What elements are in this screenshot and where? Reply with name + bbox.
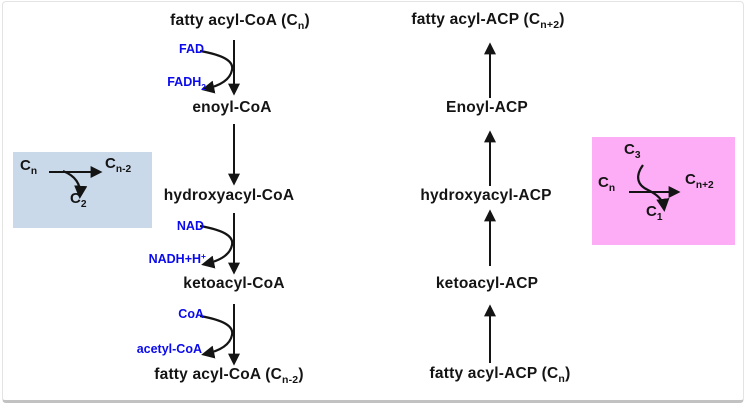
cofactor-nad-label: NAD	[176, 219, 204, 233]
cofactor-nadh-label: NADH+H+	[148, 251, 206, 266]
summary-product-label: Cn-2	[105, 155, 132, 175]
down-arrow-icon	[228, 124, 240, 186]
node-ketoacyl-acp: ketoacyl-ACP	[435, 275, 539, 292]
node-fatty-acyl-coa-cn2: fatty acyl-CoA (Cn-2)	[154, 366, 304, 386]
down-arrow-icon	[228, 304, 240, 366]
beta-oxidation-summary-box: Cn Cn-2 C2	[13, 152, 152, 228]
synthesis-summary-box: C3 Cn Cn+2 C1	[592, 137, 735, 245]
down-arrow-icon	[228, 40, 240, 96]
summary-released-label: C2	[70, 190, 87, 210]
node-enoyl-acp: Enoyl-ACP	[446, 99, 528, 116]
node-fatty-acyl-coa-cn: fatty acyl-CoA (Cn)	[170, 12, 310, 32]
cofactor-fadh2-label: FADH2	[167, 75, 206, 92]
up-arrow-icon	[484, 304, 496, 363]
down-arrow-icon	[228, 213, 240, 275]
summary-released-label: C1	[646, 203, 663, 223]
s-curve-arrow-icon	[637, 164, 670, 212]
cofactor-coa-label: CoA	[178, 307, 204, 321]
branch-curve-arrow-icon	[62, 169, 88, 199]
right-arrow-icon	[49, 166, 103, 178]
summary-substrate-label: Cn	[598, 174, 616, 194]
cofactor-acetyl-coa-label: acetyl-CoA	[136, 342, 202, 356]
cofactor-curve-arrow-icon	[199, 314, 234, 359]
cofactor-fad-label: FAD	[179, 42, 204, 56]
node-hydroxyacyl-coa: hydroxyacyl-CoA	[163, 187, 295, 204]
node-hydroxyacyl-acp: hydroxyacyl-ACP	[420, 187, 552, 204]
up-arrow-icon	[484, 130, 496, 186]
cofactor-curve-arrow-icon	[199, 49, 234, 94]
node-ketoacyl-coa: ketoacyl-CoA	[183, 275, 285, 292]
summary-added-label: C3	[624, 141, 641, 161]
cofactor-curve-arrow-icon	[199, 224, 234, 269]
node-fatty-acyl-acp-cn2: fatty acyl-ACP (Cn+2)	[411, 11, 565, 31]
up-arrow-icon	[484, 209, 496, 266]
up-arrow-icon	[484, 42, 496, 98]
summary-substrate-label: Cn	[20, 157, 38, 177]
node-enoyl-coa: enoyl-CoA	[192, 99, 272, 116]
summary-product-label: Cn+2	[685, 171, 714, 191]
node-fatty-acyl-acp-cn: fatty acyl-ACP (Cn)	[429, 365, 571, 385]
